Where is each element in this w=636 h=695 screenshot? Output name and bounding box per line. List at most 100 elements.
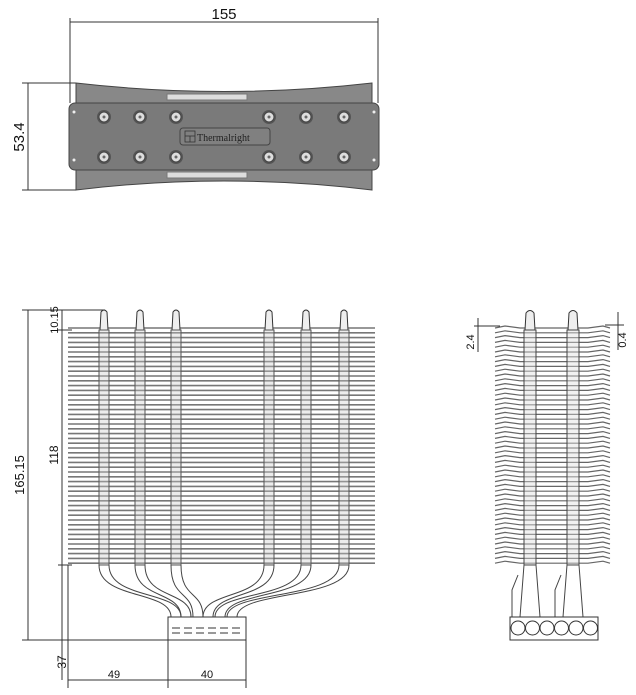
width-label: 155 [211, 6, 236, 23]
side-fin [494, 546, 611, 550]
screw-hole [372, 110, 376, 114]
side-fin [494, 560, 611, 564]
screw-hole [372, 158, 376, 162]
heatpipe-tip [339, 309, 349, 331]
side-fin [494, 498, 611, 502]
top-strip [166, 93, 248, 101]
fin-thickness-label: 0.4 [617, 332, 629, 347]
front-view: 165.15 10.15 118 37 49 40 [12, 306, 375, 688]
screw-hole [72, 158, 76, 162]
side-fin [494, 512, 611, 516]
total-height-label: 165.15 [12, 455, 27, 495]
side-view: 2.4 0.4 [465, 310, 629, 641]
heatpipe-bend [134, 564, 192, 618]
fin-spacing-label: 2.4 [465, 334, 477, 349]
bolt-center [174, 155, 178, 159]
side-fin [494, 555, 611, 559]
bolt-center [102, 115, 106, 119]
top-view: 155 53.4 Thermalright [11, 6, 380, 191]
side-fin [494, 454, 611, 459]
side-heatpipe-tip [567, 310, 579, 331]
side-fin [494, 411, 611, 415]
side-fin [494, 373, 611, 377]
heatpipe-bend [98, 564, 182, 618]
side-fin [494, 402, 611, 406]
bolt-center [342, 115, 346, 119]
heatpipe [98, 329, 110, 566]
side-fin [494, 522, 611, 526]
pipe-section [554, 620, 569, 636]
bolt-center [102, 155, 106, 159]
side-fin [494, 330, 611, 334]
side-fin [494, 354, 611, 358]
side-fin [494, 536, 611, 540]
front-base [167, 616, 247, 641]
side-fin [494, 392, 611, 396]
fin-stack-label: 118 [47, 445, 61, 464]
pipe-section [539, 620, 555, 636]
side-fin [494, 483, 611, 487]
bolt-center [304, 115, 308, 119]
side-fin [494, 430, 611, 435]
height-label: 53.4 [11, 122, 28, 151]
side-fin [494, 550, 611, 555]
bolt-center [267, 155, 271, 159]
side-heatpipe [566, 329, 580, 566]
heatpipe-tip [301, 309, 311, 331]
side-heatpipe [523, 329, 537, 566]
side-fin [494, 474, 611, 478]
heatpipe-bend [202, 564, 275, 618]
heatpipe-bend [226, 564, 350, 618]
side-fin [494, 334, 611, 339]
pipe-section [510, 620, 526, 636]
side-fin [494, 478, 611, 483]
side-heatpipe-tip [524, 310, 536, 331]
side-fin [494, 440, 611, 444]
front-fin-stack [68, 327, 375, 565]
side-fin-stack [494, 325, 611, 564]
side-fin [494, 445, 611, 449]
side-fin [494, 507, 611, 511]
side-fin [494, 416, 611, 420]
side-fin [494, 493, 611, 497]
side-fin [494, 378, 611, 382]
bottom-strip [166, 171, 248, 179]
side-fin [494, 339, 611, 343]
side-fin [494, 363, 611, 367]
side-fin [494, 349, 611, 353]
pipe-section [583, 620, 598, 636]
front-heatpipes [98, 309, 350, 618]
heatpipe-tip [264, 309, 274, 331]
side-fin [494, 421, 611, 425]
side-fin [494, 368, 611, 372]
bolt-center [138, 155, 142, 159]
side-fin [494, 450, 611, 454]
base-height-label: 37 [55, 655, 69, 669]
bolt-center [174, 115, 178, 119]
side-fin [494, 406, 611, 411]
offset-label: 49 [108, 669, 120, 681]
side-fin [494, 541, 611, 545]
pipe-section [525, 620, 540, 636]
heatpipe-tip [135, 309, 145, 331]
heatpipe [170, 329, 182, 566]
side-fin [494, 517, 611, 521]
heatpipe-tip [99, 309, 109, 331]
side-fin [494, 531, 611, 535]
base-width-label: 40 [201, 669, 213, 681]
bolt-center [342, 155, 346, 159]
logo-badge [179, 127, 271, 146]
side-fin [494, 526, 611, 531]
side-fin [494, 387, 611, 391]
side-heatpipe-bend [554, 564, 584, 618]
screw-hole [72, 110, 76, 114]
side-fin [494, 358, 611, 363]
pipe-protrusion-label: 10.15 [49, 306, 61, 334]
side-fin [494, 325, 611, 329]
side-fin [494, 464, 611, 468]
bolt-group [97, 110, 351, 164]
bolt-center [138, 115, 142, 119]
bolt-center [267, 115, 271, 119]
heatpipe [134, 329, 146, 566]
side-fin [494, 382, 611, 387]
